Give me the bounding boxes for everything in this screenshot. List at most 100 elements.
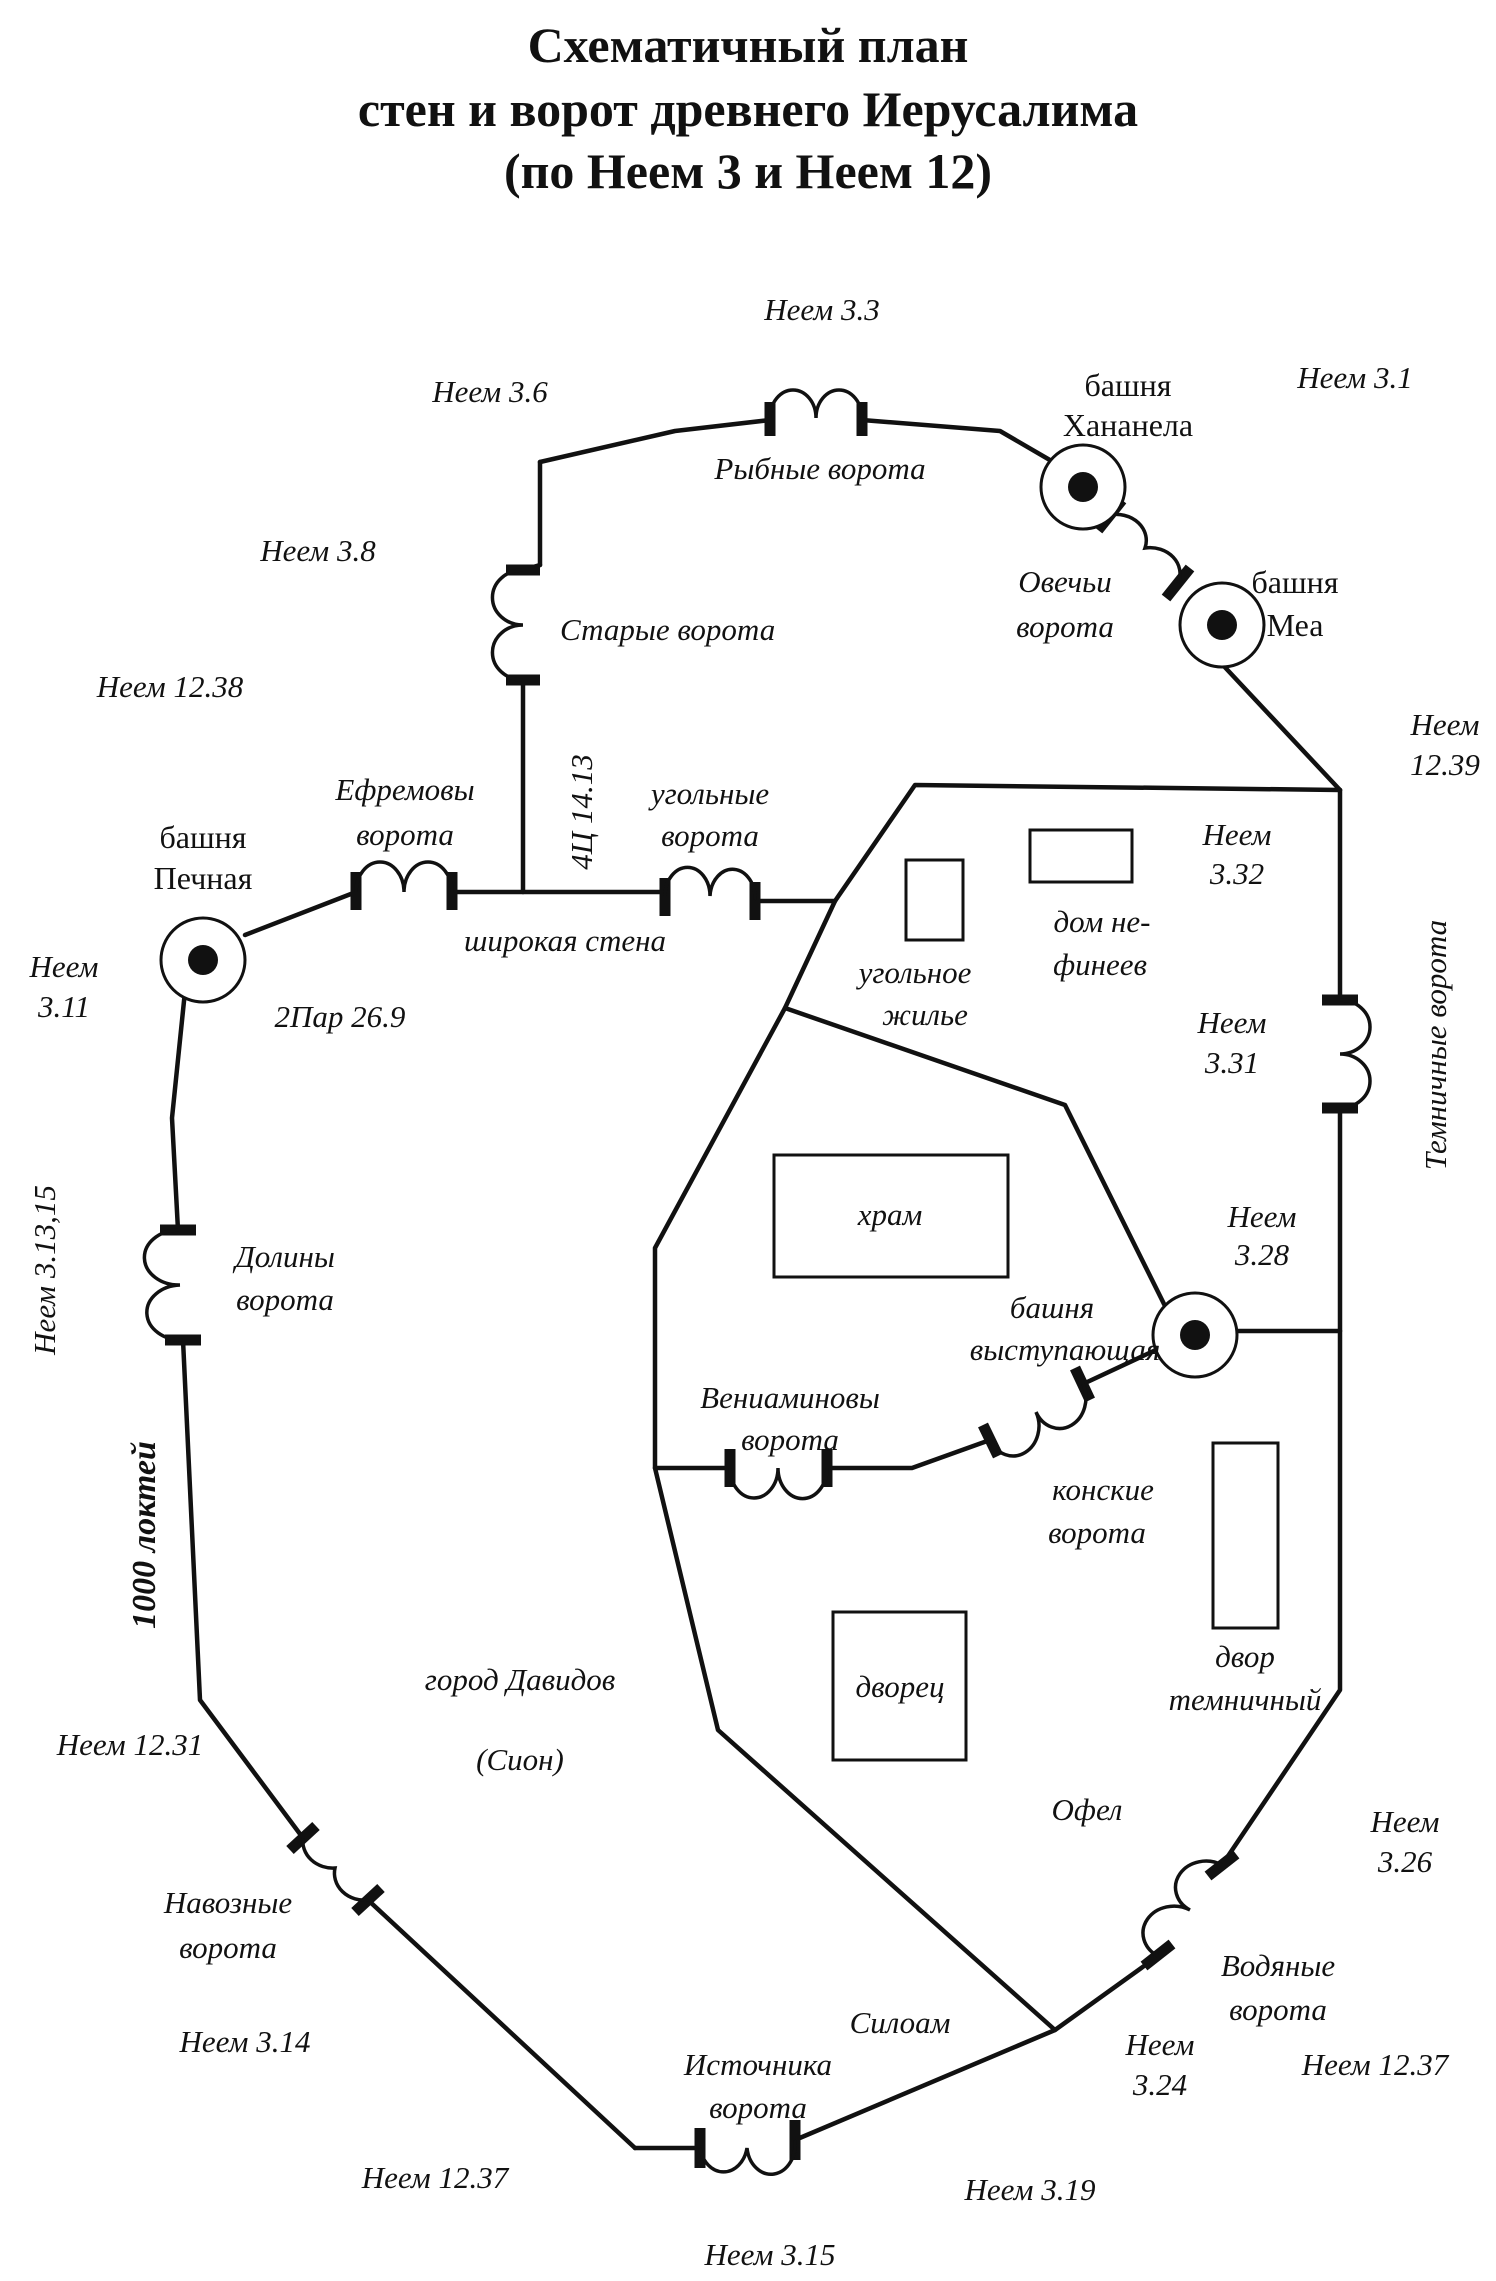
- ref-neh-3-13-15: Неем 3.13,15: [27, 1185, 62, 1356]
- gate-corner: [659, 865, 761, 920]
- wall-west-upper: [169, 959, 191, 1233]
- label-furnace-tower-2: Печная: [154, 860, 253, 896]
- inner-wall-west: [832, 782, 1343, 904]
- label-corner-gate-1: угольные: [648, 776, 770, 811]
- ref-neh-3-24-1: Неем: [1125, 2027, 1195, 2062]
- label-corner-house-1: угольное: [856, 955, 972, 990]
- label-projecting-tower-2: выступающая: [970, 1332, 1161, 1367]
- ref-neh-12-31: Неем 12.31: [56, 1727, 203, 1762]
- wall-east-upper: [1217, 659, 1343, 793]
- ref-neh-12-37-left: Неем 12.37: [361, 2160, 510, 2195]
- ref-neh-3-31-2: 3.31: [1204, 1045, 1259, 1080]
- gate-prison: [1322, 994, 1372, 1114]
- label-benjamin-gate-1: Вениаминовы: [700, 1380, 880, 1415]
- building-house-of-nephinim: [1028, 828, 1134, 884]
- inner-wall-horse-to-tower: [1080, 1345, 1163, 1387]
- ref-neh-3-11-2: 3.11: [37, 989, 90, 1024]
- label-broad-wall: широкая стена: [464, 923, 666, 958]
- ref-neh-3-3: Неем 3.3: [763, 292, 879, 327]
- label-siloam: Силоам: [850, 2005, 951, 2040]
- ref-neh-3-31-1: Неем: [1197, 1005, 1267, 1040]
- ref-neh-3-8: Неем 3.8: [259, 533, 376, 568]
- gate-ephraim: [350, 860, 458, 910]
- label-valley-gate-1: Долины: [232, 1239, 335, 1274]
- label-1000-cubits: 1000 локтей: [126, 1441, 163, 1629]
- label-fountain-gate-1: Источника: [683, 2047, 832, 2082]
- wall-furnace-to-ephraim: [242, 889, 359, 938]
- ref-neh-3-15: Неем 3.15: [704, 2237, 836, 2272]
- label-old-gate: Старые ворота: [560, 612, 775, 647]
- label-prison-court-2: темничный: [1169, 1682, 1322, 1717]
- ref-neh-3-28-2: 3.28: [1234, 1237, 1290, 1272]
- gate-valley: [142, 1224, 201, 1346]
- label-corner-house-2: жилье: [882, 997, 968, 1032]
- inner-wall-temple-north: [782, 1005, 1169, 1311]
- label-zion: (Сион): [476, 1742, 564, 1777]
- ref-2kings-14-13: 4Ц 14.13: [564, 754, 599, 869]
- tower-furnace: [159, 916, 247, 1004]
- ref-neh-12-38: Неем 12.38: [96, 669, 244, 704]
- label-horse-gate-1: конские: [1052, 1472, 1154, 1507]
- building-corner-house: [904, 858, 965, 942]
- gate-benjamin: [724, 1449, 833, 1501]
- label-water-gate-2: ворота: [1229, 1992, 1327, 2027]
- ref-neh-3-6: Неем 3.6: [431, 374, 548, 409]
- label-sheep-gate-2: ворота: [1016, 609, 1114, 644]
- gate-fountain: [694, 2120, 801, 2176]
- wall-south-east: [792, 1953, 1161, 2143]
- label-dung-gate-2: ворота: [179, 1930, 277, 1965]
- title-line-1: Схематичный план: [528, 17, 969, 73]
- building-palace: [831, 1610, 968, 1762]
- label-valley-gate-2: ворота: [236, 1282, 334, 1317]
- label-horse-gate-2: ворота: [1048, 1515, 1146, 1550]
- label-palace: дворец: [856, 1669, 945, 1704]
- tower-projecting: [1151, 1291, 1239, 1379]
- label-sheep-gate-1: Овечьи: [1018, 564, 1112, 599]
- wall-north-east: [859, 417, 1058, 466]
- label-mea-tower-2: Меа: [1267, 607, 1324, 643]
- city-walls: [169, 417, 1343, 2151]
- wall-north-west: [537, 417, 773, 465]
- ref-neh-3-32-1: Неем: [1202, 817, 1272, 852]
- label-hananel-tower-1: башня: [1085, 367, 1172, 403]
- label-house-nephinim-2: финеев: [1053, 947, 1147, 982]
- ref-neh-3-32-2: 3.32: [1209, 856, 1264, 891]
- ref-neh-12-37-right: Неем 12.37: [1301, 2047, 1450, 2082]
- label-prison-court-1: двор: [1215, 1639, 1275, 1674]
- label-water-gate-1: Водяные: [1221, 1948, 1335, 1983]
- label-projecting-tower-1: башня: [1010, 1290, 1094, 1325]
- label-mea-tower-1: башня: [1252, 564, 1339, 600]
- title-line-3: (по Неем 3 и Неем 12): [504, 143, 992, 199]
- label-corner-gate-2: ворота: [661, 818, 759, 853]
- gate-horse: [978, 1365, 1095, 1459]
- title-line-2: стен и ворот древнего Иерусалима: [358, 81, 1138, 137]
- ref-neh-3-26-2: 3.26: [1377, 1844, 1433, 1879]
- label-fountain-gate-2: ворота: [709, 2090, 807, 2125]
- building-temple: [772, 1153, 1010, 1279]
- inner-wall-benjamin-to-horse: [824, 1437, 993, 1471]
- ref-neh-3-26-1: Неем: [1370, 1804, 1440, 1839]
- ref-neh-3-24-2: 3.24: [1132, 2067, 1187, 2102]
- wall-east-lower: [1219, 1105, 1343, 1868]
- tower-mea: [1178, 581, 1266, 669]
- wall-west-lower: [180, 1337, 306, 1841]
- building-prison-court: [1211, 1441, 1280, 1630]
- label-hananel-tower-2: Хананела: [1063, 407, 1193, 443]
- ref-neh-3-1: Неем 3.1: [1296, 360, 1412, 395]
- gate-water: [1140, 1849, 1240, 1971]
- tower-hananel: [1039, 443, 1127, 531]
- diagram-title: Схематичный план стен и ворот древнего И…: [358, 17, 1138, 199]
- label-temple: храм: [857, 1197, 923, 1232]
- label-ophel: Офел: [1052, 1792, 1123, 1827]
- ref-neh-3-19: Неем 3.19: [964, 2172, 1096, 2207]
- label-dung-gate-1: Навозные: [163, 1885, 292, 1920]
- ref-neh-3-28-1: Неем: [1227, 1199, 1297, 1234]
- gate-fish: [764, 388, 868, 436]
- ref-2chr-26-9: 2Пар 26.9: [275, 999, 406, 1034]
- ref-neh-3-11-1: Неем: [29, 949, 99, 984]
- label-house-nephinim-1: дом не-: [1054, 904, 1151, 939]
- label-furnace-tower-1: башня: [160, 819, 247, 855]
- label-ephraim-gate-1: Ефремовы: [334, 772, 474, 807]
- inner-wall-temple-west: [652, 898, 1058, 2033]
